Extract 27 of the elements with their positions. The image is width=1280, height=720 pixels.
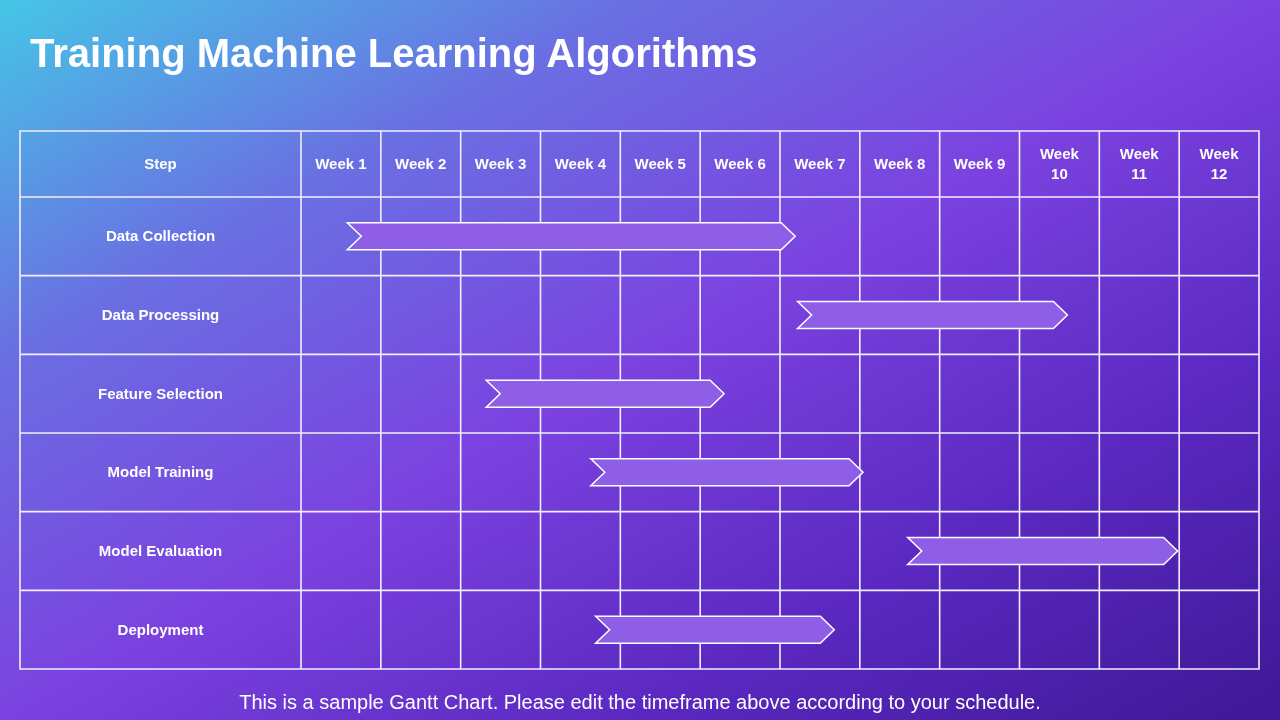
gantt-bar (484, 379, 726, 408)
gantt-bar (905, 536, 1179, 566)
slide-title: Training Machine Learning Algorithms (30, 30, 758, 77)
row-header: Deployment (117, 619, 204, 640)
column-header: Week 1 (315, 154, 367, 174)
column-header: Week 3 (474, 154, 527, 174)
column-header: Week 6 (714, 154, 766, 174)
gantt-bar (593, 615, 836, 644)
column-header: Week 2 (395, 154, 447, 174)
column-header: Week 7 (794, 154, 846, 174)
column-header: Week 5 (634, 154, 686, 174)
gantt-bar (795, 300, 1069, 330)
gantt-bar (345, 222, 797, 251)
column-header: Week 11 (1118, 144, 1160, 184)
column-header: Week 9 (953, 154, 1006, 174)
row-header: Model Training (107, 462, 214, 483)
column-header: Step (144, 154, 177, 174)
column-header: Week 10 (1038, 144, 1080, 184)
row-header: Model Evaluation (98, 541, 223, 561)
row-header: Data Collection (105, 226, 216, 247)
row-header: Feature Selection (97, 383, 223, 404)
column-header: Week 12 (1198, 144, 1240, 184)
column-header: Week 4 (554, 154, 607, 174)
gantt-bar (588, 458, 865, 487)
column-header: Week 8 (874, 154, 926, 174)
row-header: Data Processing (101, 305, 220, 325)
caption-text: This is a sample Gantt Chart. Please edit the timeframe above according to your schedule. (239, 690, 1041, 714)
